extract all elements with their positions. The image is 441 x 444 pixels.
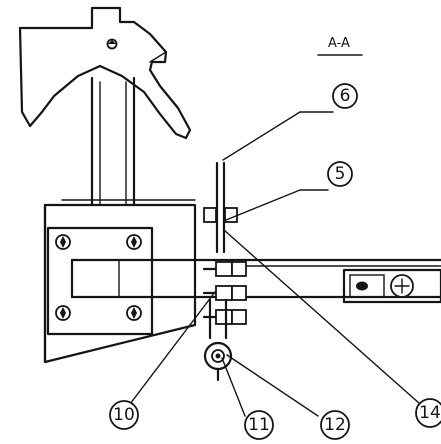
callout-14: 14 xyxy=(415,398,441,428)
bolt-mark xyxy=(60,307,66,319)
leader-10 xyxy=(129,291,216,405)
leader-5 xyxy=(225,189,301,221)
arm-nut-3 xyxy=(215,309,233,325)
bolt-mark xyxy=(131,307,137,319)
vertical-post xyxy=(90,76,136,207)
callout-10-circle xyxy=(109,400,139,430)
arm-nut-2b xyxy=(231,285,247,301)
arm-nut-1b xyxy=(231,261,247,277)
hook-hole-mark xyxy=(108,40,116,44)
callout-5-circle xyxy=(327,161,353,187)
rod-nut-left xyxy=(203,207,217,223)
hook-plate xyxy=(18,6,192,140)
bolt-mark xyxy=(60,236,66,248)
callout-12-circle xyxy=(320,410,350,440)
vertical-rod-assembly xyxy=(202,161,247,340)
callout-11: 11 xyxy=(244,410,274,440)
hook-plate-outline xyxy=(18,6,192,140)
eye-bolt xyxy=(203,341,233,382)
section-label: A-A xyxy=(317,36,363,56)
callout-6-label: 6 xyxy=(340,86,351,106)
callout-10-label: 10 xyxy=(113,405,135,425)
leader-lines xyxy=(129,111,421,417)
callout-5: 5 xyxy=(327,161,353,187)
hook-notch xyxy=(149,51,167,63)
clamp-slot xyxy=(349,274,385,298)
callout-12: 12 xyxy=(320,410,350,440)
callout-5-label: 5 xyxy=(335,164,346,184)
callout-12-label: 12 xyxy=(324,415,346,435)
callout-10: 10 xyxy=(109,400,139,430)
mounting-plate xyxy=(46,226,154,336)
arm-nut-2 xyxy=(215,285,233,301)
callout-6-circle xyxy=(332,83,358,109)
leader-12 xyxy=(226,354,319,417)
callout-14-circle xyxy=(415,398,441,428)
section-label-text: A-A xyxy=(328,36,350,51)
callout-14-label: 14 xyxy=(419,403,441,423)
leader-14 xyxy=(223,229,421,405)
arm-clamp-plate xyxy=(342,268,441,304)
arm-nut-1 xyxy=(215,261,233,277)
bracket-block xyxy=(43,199,197,364)
horizontal-arm xyxy=(70,258,441,304)
clamp-nut xyxy=(356,281,368,291)
leader-11 xyxy=(221,357,246,417)
eye-bolt-center xyxy=(215,353,221,359)
callout-11-label: 11 xyxy=(248,415,270,435)
callout-6: 6 xyxy=(332,83,358,109)
callout-11-circle xyxy=(244,410,274,440)
bolt-mark xyxy=(131,236,137,248)
arm-nut-3b xyxy=(231,309,247,325)
leader-6 xyxy=(222,111,301,161)
